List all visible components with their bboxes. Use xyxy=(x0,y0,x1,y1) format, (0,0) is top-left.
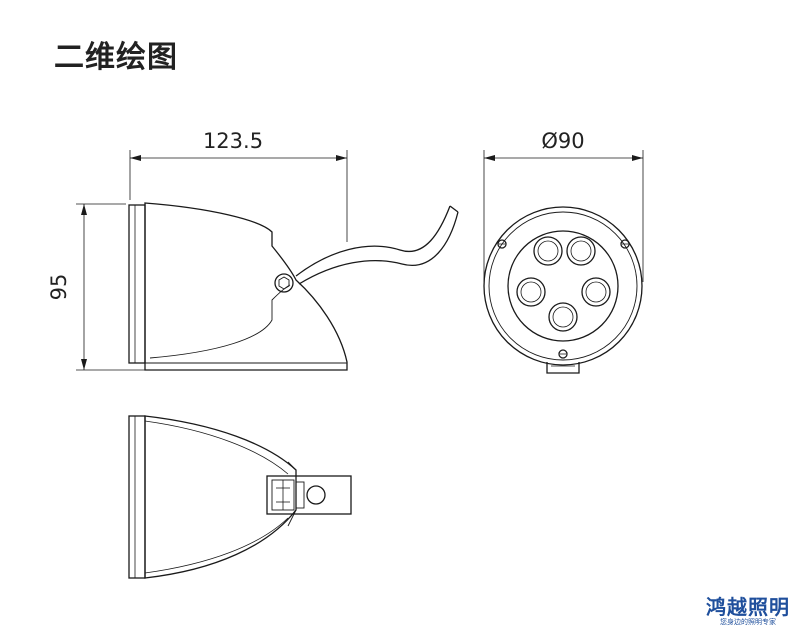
screw xyxy=(620,239,630,249)
page-title: 二维绘图 xyxy=(54,40,178,75)
bracket-tab xyxy=(546,362,580,374)
dimension-arrow-up xyxy=(81,204,87,215)
led-lens-inner xyxy=(585,281,607,303)
housing-body xyxy=(144,202,348,371)
diameter-dimension-label: Ø90 xyxy=(541,129,584,153)
diameter-arrow-left xyxy=(484,155,495,161)
width-dimension-label: 123.5 xyxy=(203,129,263,153)
bolt-head xyxy=(278,276,290,290)
lens-bezel xyxy=(128,204,146,364)
led-lens-inner xyxy=(520,281,542,303)
led-lens-inner xyxy=(570,240,592,262)
screw xyxy=(497,239,507,249)
mount-knob xyxy=(306,485,326,505)
led-lens xyxy=(566,236,596,266)
brand-slogan: 您身边的照明专家 xyxy=(720,618,776,626)
dimension-arrow-left xyxy=(130,155,141,161)
optic-ring xyxy=(507,230,619,342)
dimension-arrow-right xyxy=(336,155,347,161)
led-lens xyxy=(548,302,578,332)
top-view xyxy=(128,415,352,579)
brand-logo: 鸿越照明 您身边的照明专家 xyxy=(700,596,796,627)
led-lens xyxy=(533,236,563,266)
led-lens-inner xyxy=(552,306,574,328)
cable-upper-edge xyxy=(295,205,451,277)
mount-bracket xyxy=(266,475,352,515)
top-lens-bezel xyxy=(128,415,146,579)
front-view xyxy=(483,150,644,374)
led-lens-inner xyxy=(537,240,559,262)
top-housing-body xyxy=(144,415,297,579)
dimension-arrow-down xyxy=(81,359,87,370)
diameter-arrow-right xyxy=(632,155,643,161)
cable-lower-edge xyxy=(298,211,459,285)
led-lens xyxy=(581,277,611,307)
front-housing-outer xyxy=(483,206,643,366)
height-dimension-label: 95 xyxy=(47,274,71,301)
mounting-bolt xyxy=(274,273,294,293)
brand-name: 鸿越照明 xyxy=(706,595,790,619)
front-housing-inner xyxy=(488,211,638,361)
side-view xyxy=(76,150,459,371)
cable-end xyxy=(449,205,459,213)
led-lens xyxy=(516,277,546,307)
bracket-arm xyxy=(149,284,291,359)
screw xyxy=(558,349,568,359)
